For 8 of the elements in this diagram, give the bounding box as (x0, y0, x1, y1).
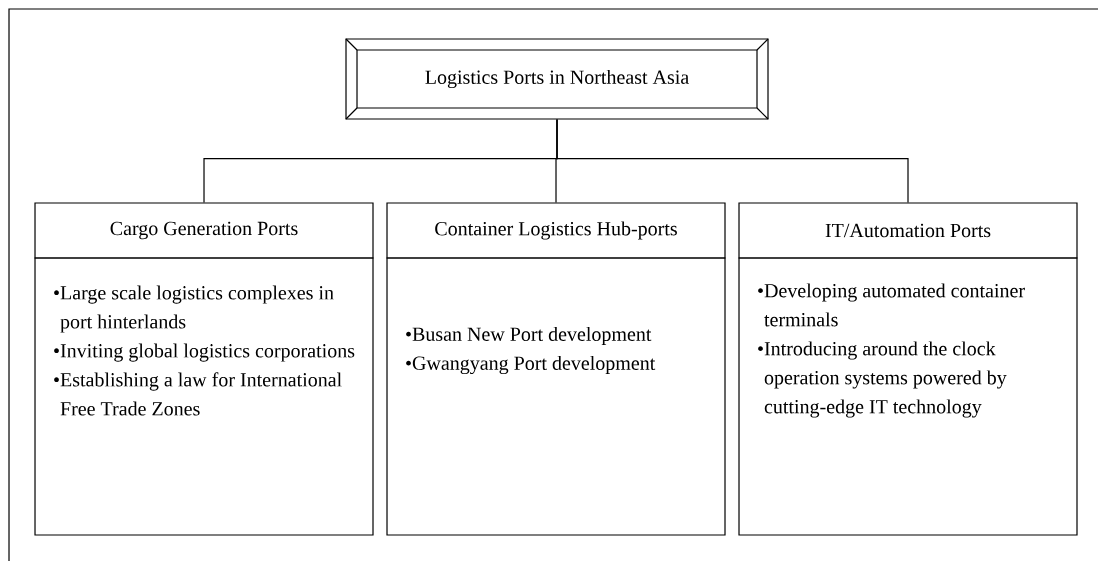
bullet-list-box: •Developing automated container terminals •Introducing around the clock operation systems powered by cutting-edge IT technology (738, 257, 1078, 536)
bullet-list-box: •Busan New Port development •Gwangyang Port development (386, 257, 726, 536)
bullet-list-box: •Large scale logistics complexes in port hinterlands •Inviting global logistics corporations •Establishing a law for International Free Trade Zones (34, 257, 374, 536)
connector-line (556, 119, 909, 203)
header-box: IT/Automation Ports (738, 202, 1078, 259)
header-box: Cargo Generation Ports (34, 202, 374, 259)
title-box: Logistics Ports in Northeast Asia (345, 38, 769, 120)
header-box: Container Logistics Hub-ports (386, 202, 726, 259)
